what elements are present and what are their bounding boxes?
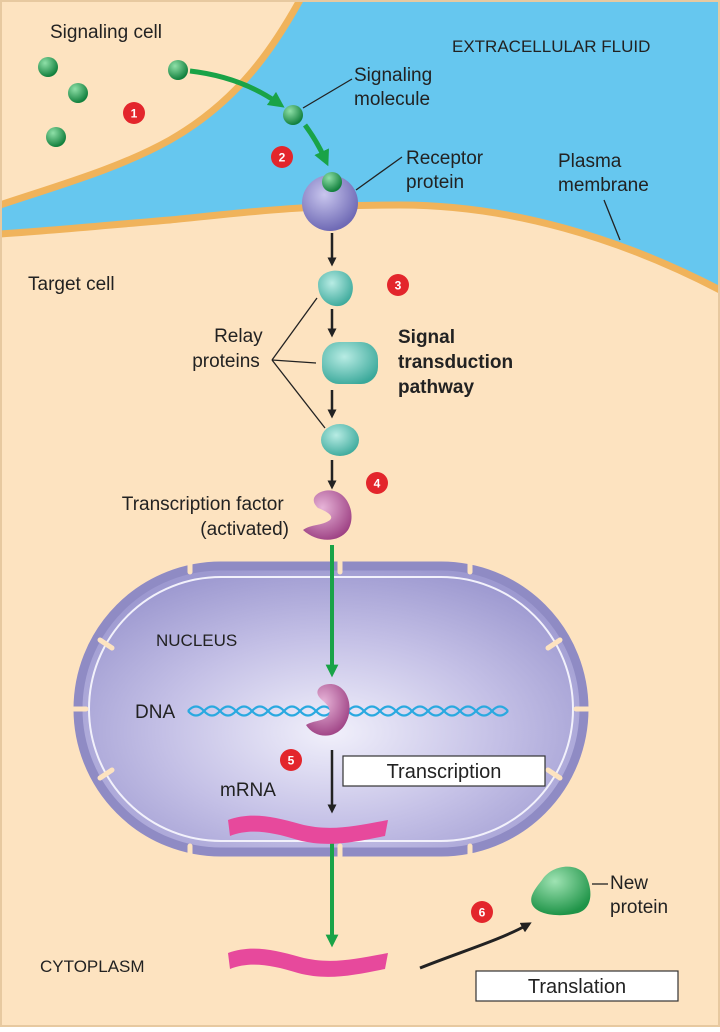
step-number: 6 — [479, 906, 486, 920]
new-protein-label-line1: New — [610, 873, 648, 894]
signaling-molecule-dot — [68, 83, 88, 103]
step-number: 2 — [279, 151, 286, 165]
receptor-protein-label: Receptor protein — [406, 148, 488, 193]
relay-proteins-label-line2: proteins — [192, 351, 260, 372]
translation-label: Translation — [528, 976, 626, 998]
transcription-factor-on-dna — [306, 684, 350, 736]
nucleus-label: NUCLEUS — [156, 631, 237, 650]
pathway-label-line2: transduction — [398, 352, 513, 373]
transcription-factor-shape — [303, 490, 352, 540]
step-number: 3 — [395, 279, 402, 293]
receptor-protein-label-line1: Receptor — [406, 148, 484, 169]
plasma-membrane-label-line2: membrane — [558, 175, 649, 196]
mrna-strand-nucleus — [228, 815, 388, 844]
new-protein-label: New protein — [610, 873, 668, 918]
step-number: 4 — [374, 477, 381, 491]
mrna-strand-cytoplasm — [228, 948, 388, 977]
translation-box — [475, 970, 679, 1002]
step-number: 5 — [288, 754, 295, 768]
pathway-label-line1: Signal — [398, 327, 455, 348]
mrna-label: mRNA — [220, 780, 276, 801]
signaling-molecule-dot — [46, 127, 66, 147]
step-badge-3: 3 — [387, 274, 409, 296]
step-badge-2: 2 — [271, 146, 293, 168]
transcription-factor-label-line2: (activated) — [200, 519, 289, 540]
new-protein-shape — [531, 866, 591, 916]
extracellular-fluid-label: EXTRACELLULAR FLUID — [452, 37, 650, 56]
green-arrow-binding — [302, 123, 329, 167]
receptor-protein-label-line2: protein — [406, 172, 464, 193]
signaling-molecule-label-line1: Signaling — [354, 65, 432, 86]
signaling-molecule-dot — [168, 60, 188, 80]
relay-protein-1 — [318, 270, 353, 307]
signaling-molecule-dot — [38, 57, 58, 77]
signaling-cell-membrane — [0, 0, 304, 209]
relay-proteins-label: Relay proteins — [192, 326, 268, 372]
step-badge-6: 6 — [471, 901, 493, 923]
signaling-molecule-label: Signaling molecule — [354, 65, 437, 110]
step-badge-1: 1 — [123, 102, 145, 124]
transcription-factor-label-line1: Transcription factor — [122, 494, 285, 515]
transcription-box — [342, 755, 546, 787]
plasma-membrane-label-line1: Plasma — [558, 151, 622, 172]
step-badge-4: 4 — [366, 472, 388, 494]
cytoplasm-label: CYTOPLASM — [40, 957, 145, 976]
relay-protein-2 — [322, 342, 378, 384]
dna-label: DNA — [135, 702, 175, 723]
plasma-membrane-label: Plasma membrane — [558, 151, 649, 196]
signaling-molecule-dot — [283, 105, 303, 125]
transcription-label: Transcription — [387, 761, 502, 783]
nuclear-pores — [71, 559, 591, 859]
new-protein-label-line2: protein — [610, 897, 668, 918]
target-cell-label: Target cell — [28, 274, 115, 295]
green-arrow-release — [189, 68, 285, 108]
receptor-protein-shape — [302, 172, 358, 231]
leader-lines — [271, 78, 621, 885]
signaling-cell-label: Signaling cell — [50, 22, 162, 43]
step-badge-5: 5 — [280, 749, 302, 771]
pathway-label-line3: pathway — [398, 377, 474, 398]
signaling-molecule-label-line2: molecule — [354, 89, 430, 110]
signaling-molecules — [38, 57, 303, 147]
transcription-factor-label: Transcription factor (activated) — [122, 494, 289, 540]
signal-transduction-pathway-label: Signal transduction pathway — [398, 327, 518, 398]
relay-protein-3 — [321, 424, 359, 456]
step-number: 1 — [131, 107, 138, 121]
bound-signaling-molecule — [322, 172, 342, 192]
relay-protein-shapes — [318, 270, 378, 456]
translation-arrow — [419, 922, 532, 970]
relay-proteins-label-line1: Relay — [214, 326, 263, 347]
